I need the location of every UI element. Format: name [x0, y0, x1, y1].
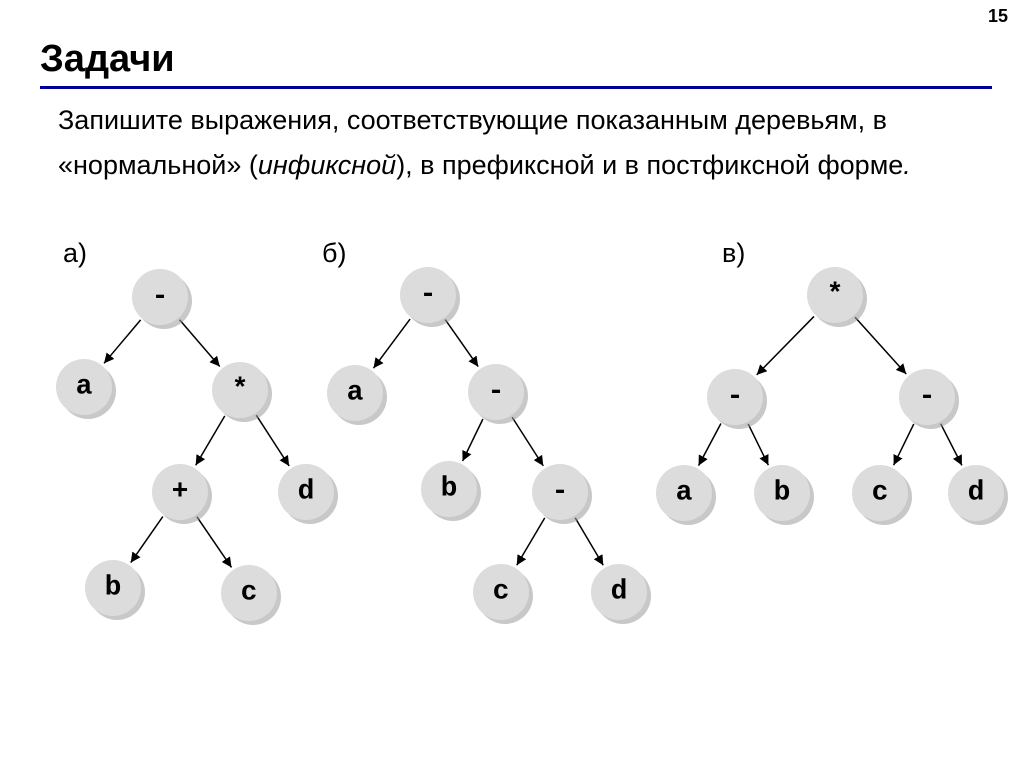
node-label: b: [441, 474, 458, 505]
node-label: a: [76, 372, 93, 403]
node-circle: [132, 269, 188, 325]
node-circle: [807, 267, 863, 323]
node-label: -: [152, 282, 169, 313]
tree-a-edge-a4-a7: [196, 516, 233, 568]
node-circle: [85, 560, 141, 616]
tree-c-edge-c1-c2: [756, 315, 815, 376]
node-label: c: [872, 478, 889, 509]
node-label: d: [298, 477, 315, 508]
node-circle: [327, 365, 383, 421]
tree-b-edge-b5-b6: [516, 517, 546, 566]
node-label: c: [241, 578, 258, 609]
tree-b-node-b5: -: [532, 464, 592, 524]
node-circle: [852, 465, 908, 521]
tree-b-node-b7: d: [591, 564, 651, 624]
tree-b-node-b1: -: [400, 267, 460, 327]
slide-title: Задачи: [40, 38, 175, 80]
tree-b-edge-b5-b7: [574, 517, 604, 566]
tree-c-edge-c2-c4: [697, 423, 722, 466]
node-label: -: [919, 382, 936, 413]
node-label: *: [232, 375, 249, 406]
tree-b-edge-b1-b3: [444, 319, 479, 368]
task-text-final-period: .: [903, 150, 911, 180]
tree-c-edge-c1-c3: [854, 316, 907, 375]
node-label: b: [105, 573, 122, 604]
tree-a-node-a1: -: [132, 269, 192, 329]
node-label: a: [676, 478, 693, 509]
task-text-part-2: ), в префиксной и в постфиксной форме: [396, 150, 904, 180]
node-circle: [591, 564, 647, 620]
node-circle: [656, 465, 712, 521]
node-label: a: [347, 378, 364, 409]
tree-c-node-c7: d: [948, 465, 1008, 525]
tree-c-node-c4: a: [656, 465, 716, 525]
node-circle: [707, 369, 763, 425]
tree-c-label: в): [722, 238, 746, 268]
node-circle: [473, 564, 529, 620]
tree-b-label: б): [322, 238, 347, 268]
node-label: -: [420, 280, 437, 311]
node-circle: [899, 369, 955, 425]
node-circle: [400, 267, 456, 323]
task-text: Запишите выражения, соответствующие пока…: [58, 98, 988, 188]
tree-a-node-a5: d: [278, 464, 338, 524]
node-circle: [278, 464, 334, 520]
tree-c-node-c2: -: [707, 369, 767, 429]
tree-a-edge-a4-a6: [130, 516, 164, 564]
task-text-italic: инфиксной: [257, 150, 397, 180]
tree-b-node-b6: c: [473, 564, 533, 624]
tree-b-node-b2: a: [327, 365, 387, 425]
tree-a-edge-a3-a4: [195, 415, 226, 466]
node-label: d: [611, 577, 628, 608]
node-circle: [754, 465, 810, 521]
tree-a-label: а): [63, 238, 88, 268]
tree-a-node-a6: b: [85, 560, 145, 620]
node-circle: [56, 359, 112, 415]
node-label: *: [827, 280, 844, 311]
task-text-part-1: Запишите выражения, соответствующие пока…: [58, 105, 888, 180]
node-label: -: [488, 377, 505, 408]
tree-c-node-c6: c: [852, 465, 912, 525]
node-label: -: [727, 382, 744, 413]
node-label: c: [493, 577, 510, 608]
tree-a-node-a7: c: [221, 565, 281, 625]
tree-c-node-c5: b: [754, 465, 814, 525]
node-label: -: [552, 477, 569, 508]
node-circle: [948, 465, 1004, 521]
node-circle: [152, 464, 208, 520]
tree-c-edge-c3-c7: [939, 423, 963, 466]
node-circle: [212, 362, 268, 418]
tree-b-edge-b3-b4: [461, 418, 484, 462]
node-circle: [421, 461, 477, 517]
node-circle: [221, 565, 277, 621]
tree-b-edge-b1-b2: [372, 318, 411, 369]
tree-b-edge-b3-b5: [511, 416, 544, 467]
tree-c-edge-c2-c5: [747, 423, 770, 466]
node-circle: [468, 364, 524, 420]
tree-a-node-a3: *: [212, 362, 272, 422]
tree-a-edge-a1-a3: [178, 319, 221, 367]
tree-b-node-b3: -: [468, 364, 528, 424]
node-circle: [532, 464, 588, 520]
tree-a-node-a4: +: [152, 464, 212, 524]
tree-a-edge-a3-a5: [255, 414, 290, 467]
node-label: b: [774, 478, 791, 509]
tree-b-node-b4: b: [421, 461, 481, 521]
tree-a-node-a2: a: [56, 359, 116, 419]
tree-a-edge-a1-a2: [103, 319, 142, 364]
tree-c-node-c3: -: [899, 369, 959, 429]
node-label: d: [968, 478, 985, 509]
title-underline: [40, 86, 992, 89]
page-number: 15: [987, 6, 1008, 26]
node-label: +: [172, 477, 189, 508]
tree-c-edge-c3-c6: [892, 423, 915, 466]
tree-c-node-c1: *: [807, 267, 867, 327]
